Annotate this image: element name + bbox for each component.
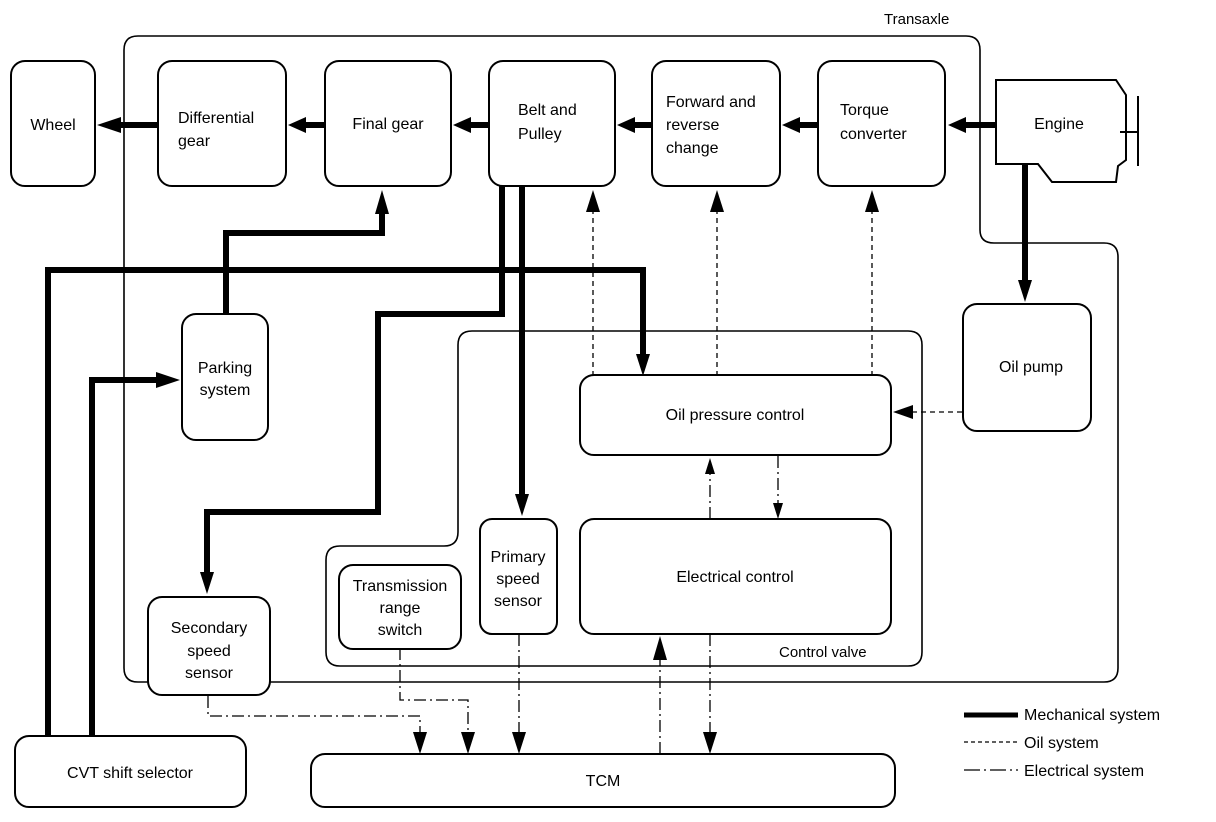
arrowhead [515,494,529,516]
block-secondary-speed-sensor: Secondary speed sensor [147,596,271,696]
block-engine: Engine [995,79,1139,183]
elec-line-secondary-tcm [207,696,421,734]
block-label: speed [496,571,540,588]
block-wheel: Wheel [10,60,96,187]
block-label: gear [178,133,211,150]
block-tcm: TCM [310,753,896,808]
block-label: sensor [494,593,543,610]
oil-connections [586,190,962,419]
arrowhead [782,117,800,133]
block-label: Differential [178,110,254,127]
block-label: Wheel [30,117,75,134]
block-oil-pressure-control: Oil pressure control [579,374,892,456]
block-label: TCM [586,773,621,790]
arrowhead [865,190,879,212]
block-label: converter [840,126,907,143]
block-label: Torque [840,102,889,119]
control-valve-label: Control valve [779,644,867,661]
arrowhead [200,572,214,594]
block-label: Belt and [518,102,577,119]
arrowhead [948,117,966,133]
legend-electrical-label: Electrical system [1024,763,1144,780]
mech-line-parking-final [223,210,385,314]
block-label: Primary [490,549,545,566]
mech-line-belt-secondary [204,186,505,576]
mech-line-selector-parking [89,377,160,736]
arrowhead [453,117,471,133]
block-final-gear: Final gear [324,60,452,187]
block-label: Final gear [352,116,424,133]
transaxle-region [123,35,1119,683]
block-label: Forward and [666,94,756,111]
arrowhead [893,405,913,419]
block-forward-reverse-change: Forward and reverse change [651,60,781,187]
block-label: speed [187,643,231,660]
arrowhead [703,732,717,754]
block-label: sensor [185,665,234,682]
block-label: Transmission [353,578,448,595]
block-label: Oil pressure control [666,407,805,424]
block-label: reverse [666,117,719,134]
arrowhead [653,636,667,660]
block-cvt-shift-selector: CVT shift selector [14,735,247,808]
block-label: change [666,140,719,157]
block-differential-gear: Differential gear [157,60,287,187]
block-label: Parking [198,360,252,377]
block-transmission-range-switch: Transmission range switch [338,564,462,650]
arrowhead [375,190,389,214]
arrowhead [617,117,635,133]
block-torque-converter: Torque converter [817,60,946,187]
legend: Mechanical system Oil system Electrical … [964,707,1160,780]
block-label: Oil pump [999,359,1063,376]
arrowhead [705,458,715,474]
elec-line-range-tcm [399,648,469,734]
mech-line-selector-oilpressure [45,267,646,736]
block-label: system [200,382,251,399]
arrowhead [288,117,306,133]
block-oil-pump: Oil pump [962,303,1092,432]
arrowhead [710,190,724,212]
mechanical-connections [45,117,1032,736]
electrical-connections [207,456,783,754]
control-valve-region [325,330,923,667]
block-label: Secondary [171,620,248,637]
block-belt-and-pulley: Belt and Pulley [488,60,616,187]
arrowhead [586,190,600,212]
arrowhead [512,732,526,754]
block-label: Electrical control [676,569,793,586]
arrowhead [413,732,427,754]
block-label: CVT shift selector [67,765,194,782]
transaxle-label: Transaxle [884,11,949,28]
block-label: Pulley [518,126,562,143]
legend-oil-label: Oil system [1024,735,1099,752]
block-parking-system: Parking system [181,313,269,441]
arrowhead [156,372,180,388]
arrowhead [1018,280,1032,302]
arrowhead [97,117,121,133]
block-electrical-control: Electrical control [579,518,892,635]
arrowhead [636,354,650,376]
block-label: Engine [1034,116,1084,133]
block-label: switch [378,622,422,639]
arrowhead [461,732,475,754]
block-primary-speed-sensor: Primary speed sensor [479,518,558,635]
block-label: range [380,600,421,617]
arrowhead [773,503,783,519]
legend-mechanical-label: Mechanical system [1024,707,1160,724]
